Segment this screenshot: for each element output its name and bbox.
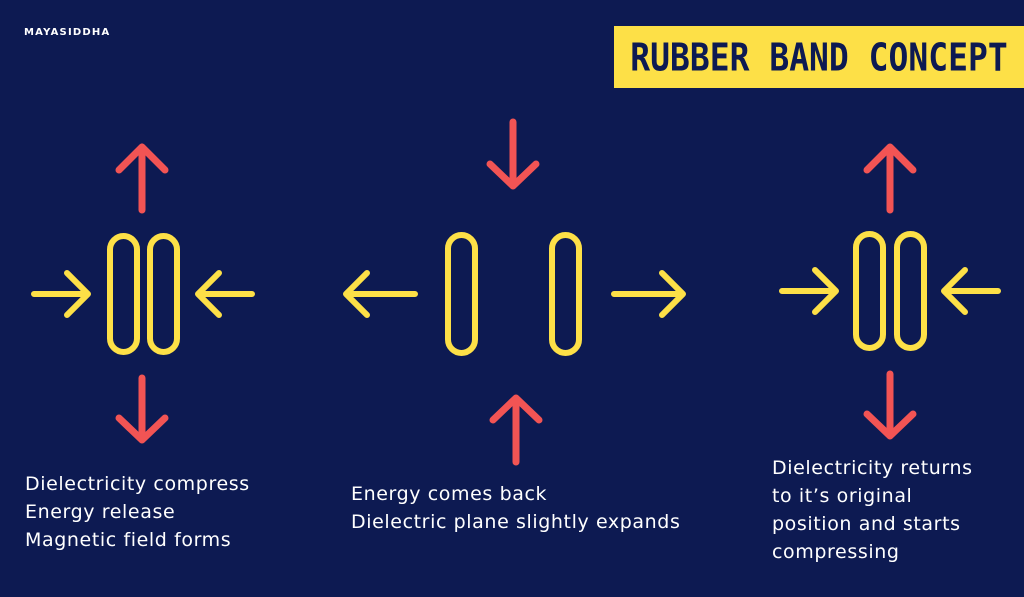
caption-line: to it’s original <box>772 485 913 507</box>
right-arrow-icon <box>611 270 686 318</box>
caption-line: Magnetic field forms <box>25 529 232 551</box>
caption-stage-3: Dielectricity returns to it’s original p… <box>772 454 973 566</box>
band-right <box>549 232 582 356</box>
stage-2-expanded <box>343 118 686 466</box>
caption-line: compressing <box>772 541 900 563</box>
band-left <box>445 232 478 356</box>
band-left <box>107 233 140 355</box>
down-arrow-icon <box>863 370 917 440</box>
caption-line: Energy release <box>25 501 176 523</box>
caption-line: Energy comes back <box>351 483 548 505</box>
down-arrow-icon <box>115 374 169 444</box>
caption-stage-2: Energy comes back Dielectric plane sligh… <box>351 480 680 536</box>
down-arrow-icon <box>486 118 540 190</box>
caption-line: Dielectricity compress <box>25 473 250 495</box>
caption-line: Dielectric plane slightly expands <box>351 511 681 533</box>
stage-3-returning <box>779 143 1001 440</box>
caption-stage-1: Dielectricity compress Energy release Ma… <box>25 470 250 554</box>
stage-1-compressed <box>31 143 255 444</box>
left-arrow-icon <box>195 270 255 318</box>
caption-line: position and starts <box>772 513 961 535</box>
up-arrow-icon <box>115 143 169 214</box>
band-right <box>147 233 180 355</box>
band-right <box>894 231 927 351</box>
title-banner: RUBBER BAND CONCEPT <box>614 26 1024 88</box>
up-arrow-icon <box>489 394 543 466</box>
brand-logo-text: MAYASIDDHA <box>24 27 111 38</box>
band-left <box>853 231 886 351</box>
up-arrow-icon <box>863 143 917 214</box>
page-title: RUBBER BAND CONCEPT <box>630 34 1008 80</box>
right-arrow-icon <box>31 270 91 318</box>
left-arrow-icon <box>941 267 1001 315</box>
caption-line: Dielectricity returns <box>772 457 973 479</box>
left-arrow-icon <box>343 270 418 318</box>
right-arrow-icon <box>779 267 839 315</box>
